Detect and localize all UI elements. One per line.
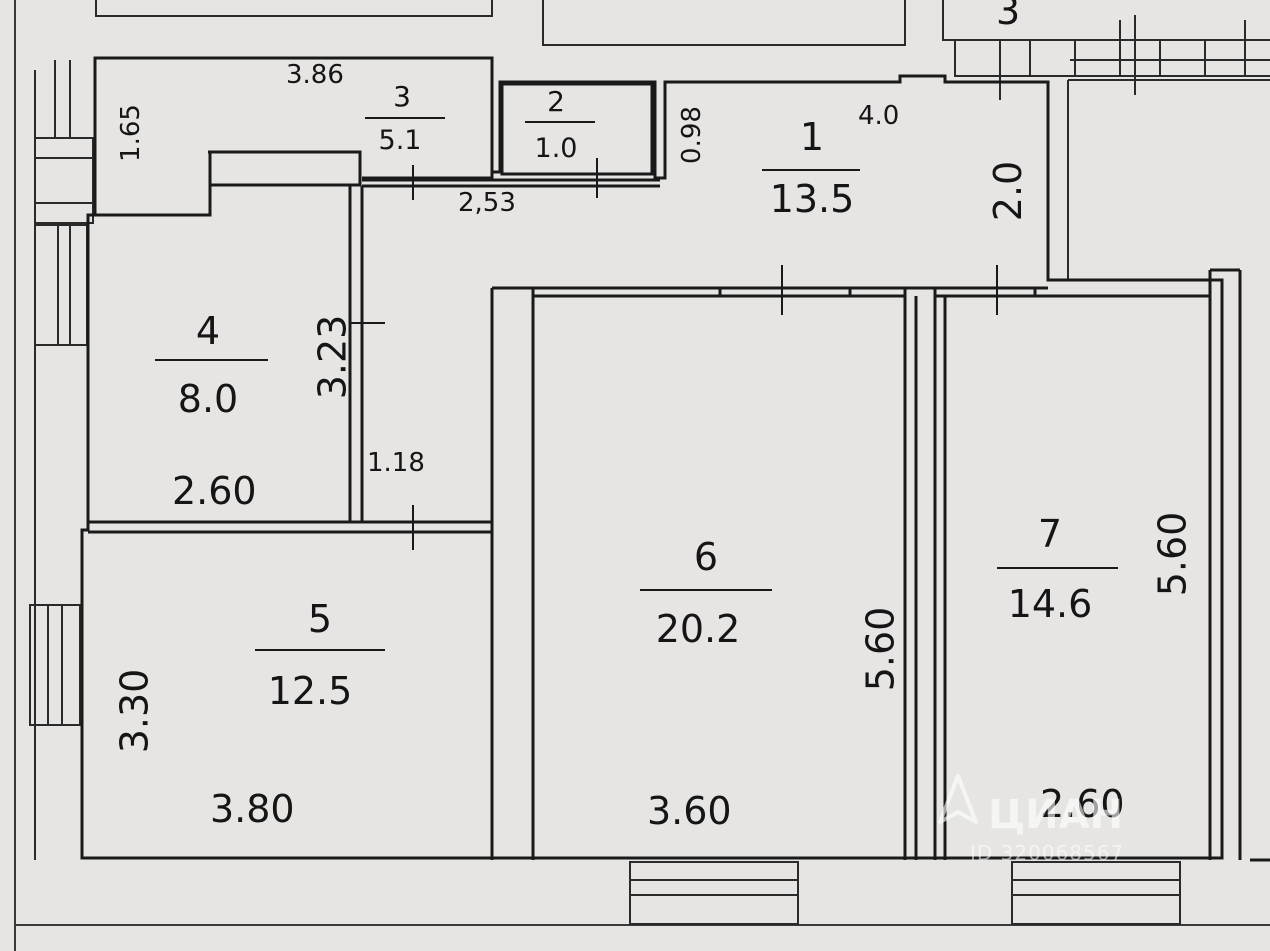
bottom-windows xyxy=(629,861,1181,925)
corridor-width-dim: 2,53 xyxy=(458,188,516,218)
room-7-area: 14.6 xyxy=(1007,582,1093,626)
fraction-bars xyxy=(155,117,1118,651)
left-facade xyxy=(29,60,94,860)
room-1-width-dim: 4.0 xyxy=(858,101,900,131)
room-5-number: 5 xyxy=(307,597,333,641)
room-6-width-dim: 3.60 xyxy=(647,789,732,833)
room-2-number: 2 xyxy=(547,85,565,118)
apartment-walls xyxy=(80,56,1270,862)
dimension-ticks xyxy=(350,158,998,550)
room-2-area: 1.0 xyxy=(534,133,578,164)
passage-width-dim: 1.18 xyxy=(367,448,425,478)
room-5-depth-dim: 3.30 xyxy=(112,668,157,754)
room-4-depth-dim: 3.23 xyxy=(310,314,355,400)
room-4-area: 8.0 xyxy=(177,377,239,421)
room-1-depth-dim: 2.0 xyxy=(986,160,1031,222)
room-4-width-dim: 2.60 xyxy=(172,469,257,513)
room-3-area: 5.1 xyxy=(378,125,422,156)
location-pin-icon xyxy=(938,774,978,824)
room-3-number: 3 xyxy=(393,80,411,113)
room-7-number: 7 xyxy=(1037,512,1063,556)
room-5-area: 12.5 xyxy=(267,669,353,713)
room-6-depth-dim: 5.60 xyxy=(858,606,903,692)
watermark-id: ID 320068567 xyxy=(970,841,1125,865)
room-3-depth-dim: 1.65 xyxy=(115,104,146,162)
room-7-width-dim: 2.60 xyxy=(1040,782,1125,826)
watermark-logo: ЦИАН xyxy=(988,792,1124,838)
room-3-width-dim: 3.86 xyxy=(286,60,344,90)
room-4-number: 4 xyxy=(195,309,221,353)
room-6-area: 20.2 xyxy=(655,607,741,651)
room-5-width-dim: 3.80 xyxy=(210,787,295,831)
stair-label: 3 xyxy=(996,0,1021,33)
room-1-area: 13.5 xyxy=(769,177,855,221)
room-1-number: 1 xyxy=(799,115,825,159)
room-7-depth-dim: 5.60 xyxy=(1150,511,1195,597)
room-2-depth-dim: 0.98 xyxy=(676,106,707,164)
room-6-number: 6 xyxy=(693,535,719,579)
